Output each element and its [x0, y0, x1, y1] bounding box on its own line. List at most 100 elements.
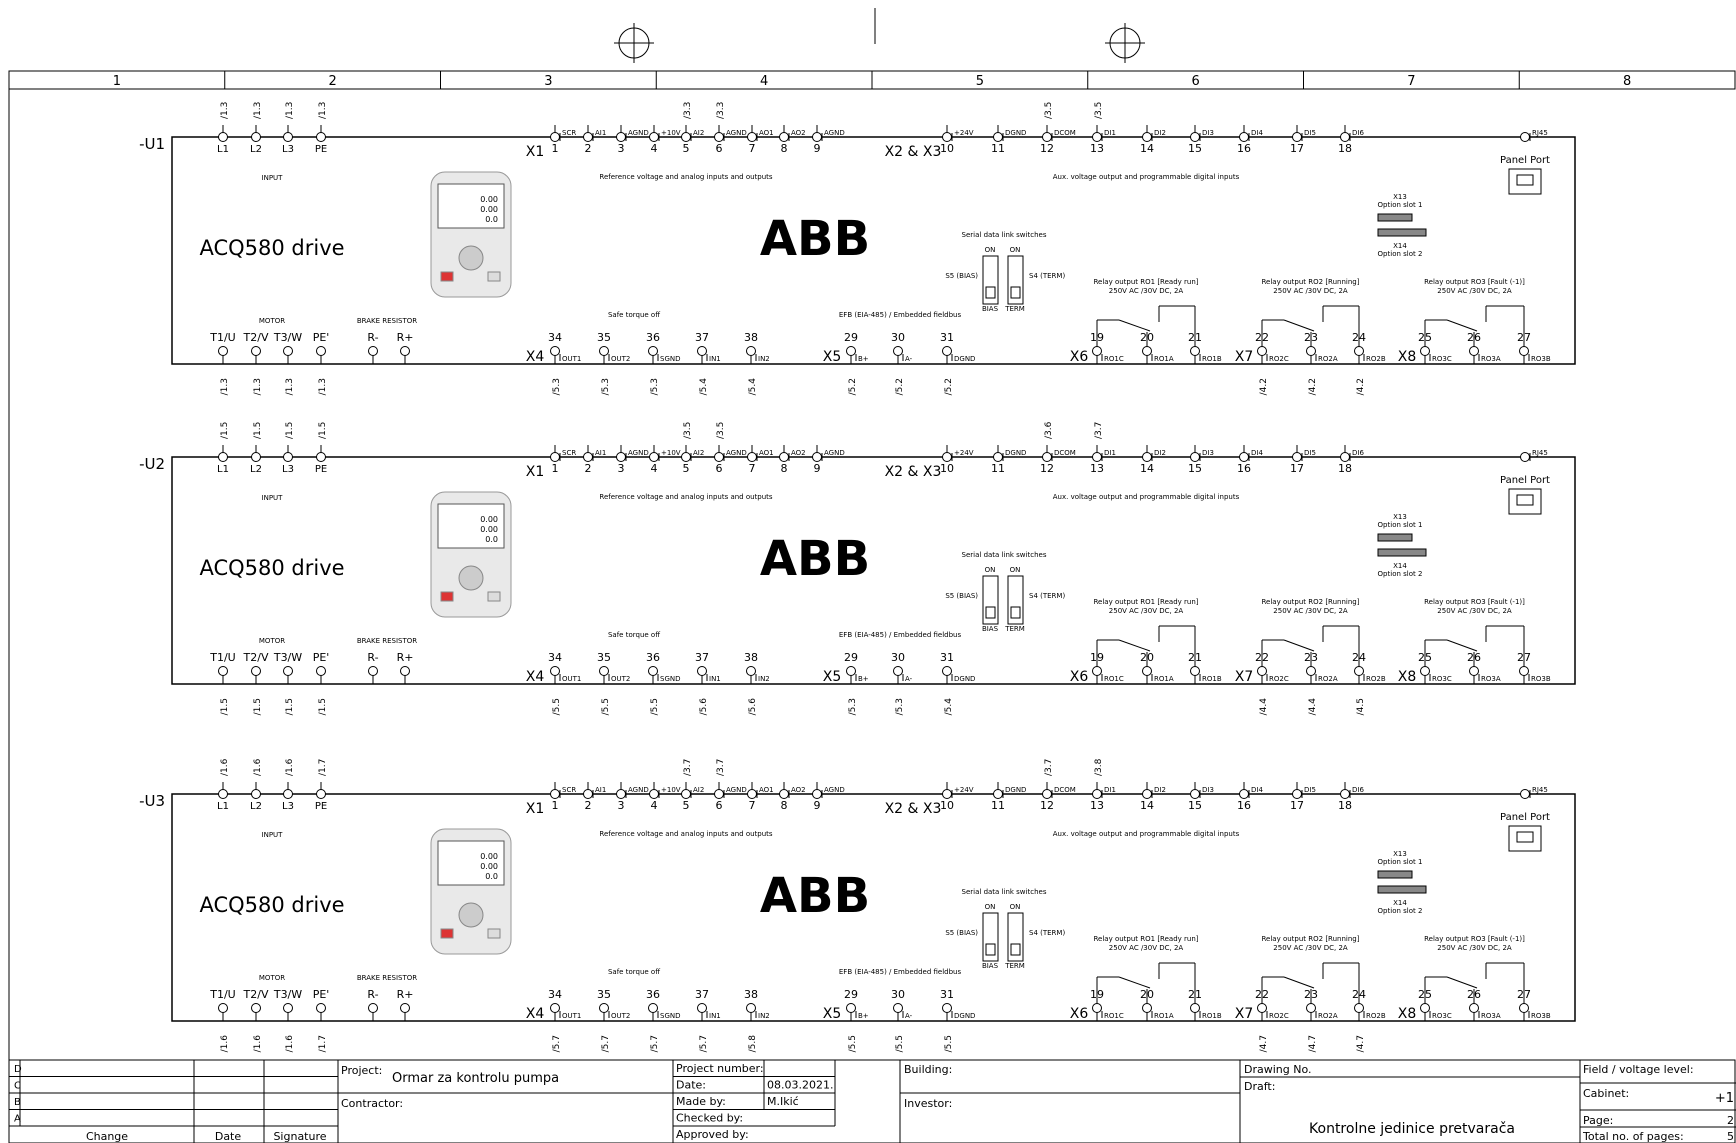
- panel-port-label: Panel Port: [1500, 155, 1550, 166]
- terminal-circle: [251, 132, 261, 142]
- terminal-circle: [251, 452, 261, 462]
- terminal-circle: [649, 789, 659, 799]
- terminal-circle: [251, 346, 261, 356]
- registration-marks: [614, 8, 1145, 63]
- switch-toggle: [1010, 943, 1021, 956]
- pin-number: 18: [1338, 142, 1352, 155]
- cross-ref: /5.6: [699, 698, 709, 716]
- cross-ref: /5.5: [650, 698, 660, 715]
- terminal-label: L3: [282, 144, 294, 155]
- drawing-no-label: Drawing No.: [1244, 1063, 1312, 1076]
- cross-ref: /3.5: [1044, 102, 1054, 119]
- cross-ref: /5.5: [895, 1035, 905, 1052]
- connector-label: X5: [823, 349, 842, 365]
- pin-number: 2: [585, 462, 592, 475]
- terminal-circle: [1519, 1003, 1529, 1013]
- panel-port-icon: [1508, 168, 1542, 195]
- cross-ref: /5.7: [650, 1035, 660, 1052]
- terminal-circle: [283, 132, 293, 142]
- keypad-value: 0.00: [480, 195, 498, 204]
- total-pages-value: 5: [1727, 1130, 1734, 1143]
- panel-port-socket: [1516, 494, 1534, 506]
- pin-number: 37: [695, 988, 709, 1001]
- pin-number: 9: [814, 142, 821, 155]
- pin-number: 8: [781, 799, 788, 812]
- connector-label: X4: [526, 349, 545, 365]
- pin-number: 30: [891, 331, 905, 344]
- pin-number: 6: [716, 142, 723, 155]
- pin-number: 31: [940, 651, 954, 664]
- date-label: Date: [215, 1130, 242, 1143]
- pin-number: 14: [1140, 462, 1154, 475]
- terminal-circle: [1520, 132, 1530, 142]
- pin-name: RO2A: [1318, 1012, 1338, 1020]
- relay-rating: 250V AC /30V DC, 2A: [1273, 607, 1348, 615]
- cabinet-value: +1: [1715, 1091, 1734, 1106]
- switch-title: Serial data link switches: [962, 551, 1047, 559]
- terminal-circle: [599, 666, 609, 676]
- cross-ref: /3.8: [1094, 758, 1104, 776]
- keypad-screen: [437, 503, 505, 549]
- switch-on-label: ON: [1010, 566, 1021, 574]
- panel-port-socket: [1516, 831, 1534, 843]
- pin-name: RO2B: [1366, 1012, 1386, 1020]
- pin-name: DCOM: [1054, 786, 1076, 794]
- switch-label: BIAS: [982, 305, 999, 313]
- terminal-label: R-: [367, 331, 378, 344]
- terminal-circle: [893, 1003, 903, 1013]
- cross-ref: /1.3: [220, 378, 230, 395]
- column-number: 1: [113, 74, 121, 89]
- relay-contact: [1446, 319, 1478, 332]
- relay-rating: 250V AC /30V DC, 2A: [1109, 607, 1184, 615]
- column-number: 8: [1623, 74, 1631, 89]
- option-slot-connector: [1377, 885, 1427, 894]
- relay-title: Relay output RO2 [Running]: [1262, 935, 1360, 943]
- terminal-circle: [583, 132, 593, 142]
- row-letter: B: [14, 1097, 21, 1108]
- terminal-circle: [1257, 1003, 1267, 1013]
- connector-label: X5: [823, 669, 842, 685]
- pin-name: DI6: [1352, 449, 1364, 457]
- cross-ref: /1.5: [318, 422, 328, 439]
- pin-number: 25: [1418, 988, 1432, 1001]
- terminal-circle: [1306, 346, 1316, 356]
- pin-name: AO1: [759, 129, 774, 137]
- switch-on-label: ON: [985, 903, 996, 911]
- relay-title: Relay output RO3 [Fault (-1)]: [1424, 598, 1525, 606]
- connector-label: X6: [1070, 1006, 1089, 1022]
- pin-number: 12: [1040, 799, 1054, 812]
- signature-label: Signature: [273, 1130, 326, 1143]
- cross-ref: /1.5: [253, 422, 263, 439]
- keypad-icon: 0.000.000.0: [430, 491, 512, 618]
- pin-name: IN2: [758, 675, 770, 683]
- terminal-label: R+: [397, 988, 414, 1001]
- terminal-circle: [1092, 132, 1102, 142]
- column-number: 3: [544, 74, 552, 89]
- terminal-circle: [714, 452, 724, 462]
- pin-name: SCR: [562, 129, 576, 137]
- terminal-circle: [550, 346, 560, 356]
- terminal-circle: [218, 132, 228, 142]
- terminal-circle: [942, 666, 952, 676]
- cross-ref: /3.3: [683, 102, 693, 119]
- panel-port-label: Panel Port: [1500, 475, 1550, 486]
- terminal-circle: [846, 666, 856, 676]
- column-number: 6: [1191, 74, 1199, 89]
- terminal-circle: [714, 789, 724, 799]
- pin-name: IN2: [758, 355, 770, 363]
- slot-label: X13: [1393, 193, 1407, 201]
- cross-ref: /5.7: [601, 1035, 611, 1052]
- terminal-circle: [218, 346, 228, 356]
- pin-number: 20: [1140, 331, 1154, 344]
- terminal-circle: [1092, 346, 1102, 356]
- keypad-icon: 0.000.000.0: [430, 828, 512, 955]
- switch-label: S4 (TERM): [1029, 929, 1065, 937]
- cross-ref: /1.7: [318, 1035, 328, 1052]
- switch-toggle: [985, 943, 996, 956]
- terminal-circle: [1190, 132, 1200, 142]
- pin-number: 27: [1517, 988, 1531, 1001]
- pin-name: AO2: [791, 449, 806, 457]
- pin-name: OUT2: [611, 1012, 630, 1020]
